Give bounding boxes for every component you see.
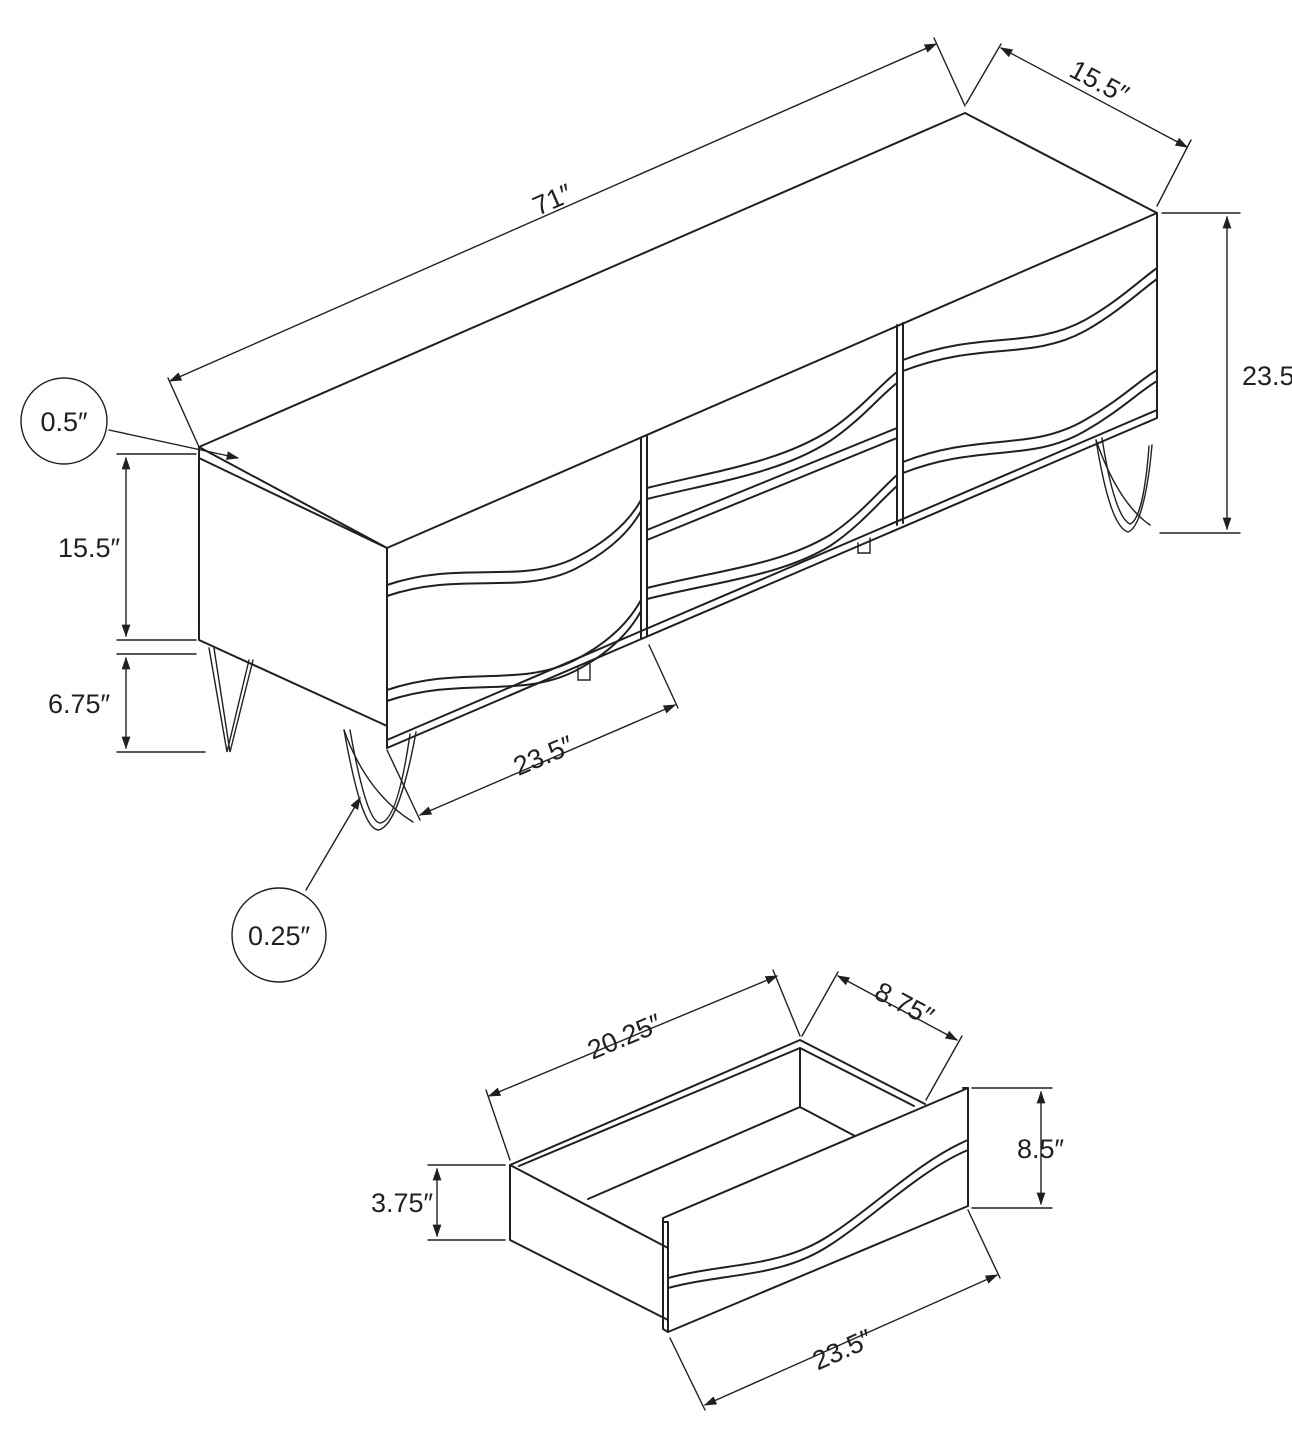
cabinet-dimensions: 71″ 15.5″ 23.5″ 15.5″ 6.75″ 0.5″ 0.25″ 2… — [20, 37, 1292, 983]
cabinet-divider-right — [896, 322, 904, 526]
drawer-dimensions: 20.25″ 8.75″ 3.75″ 8.5″ 23.5″ — [371, 969, 1065, 1411]
label-drawer-inner-height: 3.75″ — [371, 1188, 434, 1218]
drawer-box — [509, 1039, 926, 1321]
label-leg-height: 6.75″ — [48, 689, 111, 719]
label-drawer-depth: 8.75″ — [870, 976, 939, 1032]
hairpin-legs — [208, 437, 1153, 831]
right-door-wave-upper — [902, 267, 1158, 361]
cabinet-left-side — [198, 446, 388, 727]
right-door-wave-lower — [902, 369, 1158, 463]
drawer-drawing — [509, 1039, 969, 1333]
cabinet-divider-left — [640, 435, 648, 639]
label-door-width: 23.5″ — [509, 730, 578, 782]
label-total-height: 23.5″ — [1242, 361, 1292, 391]
label-cabinet-depth: 15.5″ — [1065, 54, 1134, 110]
label-drawer-front-height: 8.5″ — [1017, 1134, 1065, 1164]
drawer-front-wave — [667, 1139, 969, 1279]
cabinet-drawing — [198, 112, 1158, 831]
cabinet-top — [198, 112, 1158, 549]
label-leg-thickness: 0.25″ — [248, 921, 311, 951]
left-door-wave-lower — [386, 599, 642, 691]
callout-leg-thickness — [231, 887, 327, 983]
center-foot-left — [577, 663, 591, 681]
label-top-thickness: 0.5″ — [40, 407, 88, 437]
middle-drawer-split — [646, 427, 898, 541]
drawer-front — [662, 1087, 969, 1333]
cabinet-front — [386, 212, 1158, 749]
middle-drawer-wave-top — [646, 371, 898, 489]
middle-drawer-wave-bottom — [646, 474, 898, 589]
label-drawer-length: 20.25″ — [583, 1008, 666, 1066]
label-drawer-front-width: 23.5″ — [808, 1323, 877, 1376]
label-body-height: 15.5″ — [58, 533, 121, 563]
callout-top-thickness — [20, 377, 108, 465]
center-foot-right — [857, 537, 871, 554]
label-cabinet-length: 71″ — [528, 178, 577, 222]
left-door-wave-upper — [386, 499, 642, 586]
